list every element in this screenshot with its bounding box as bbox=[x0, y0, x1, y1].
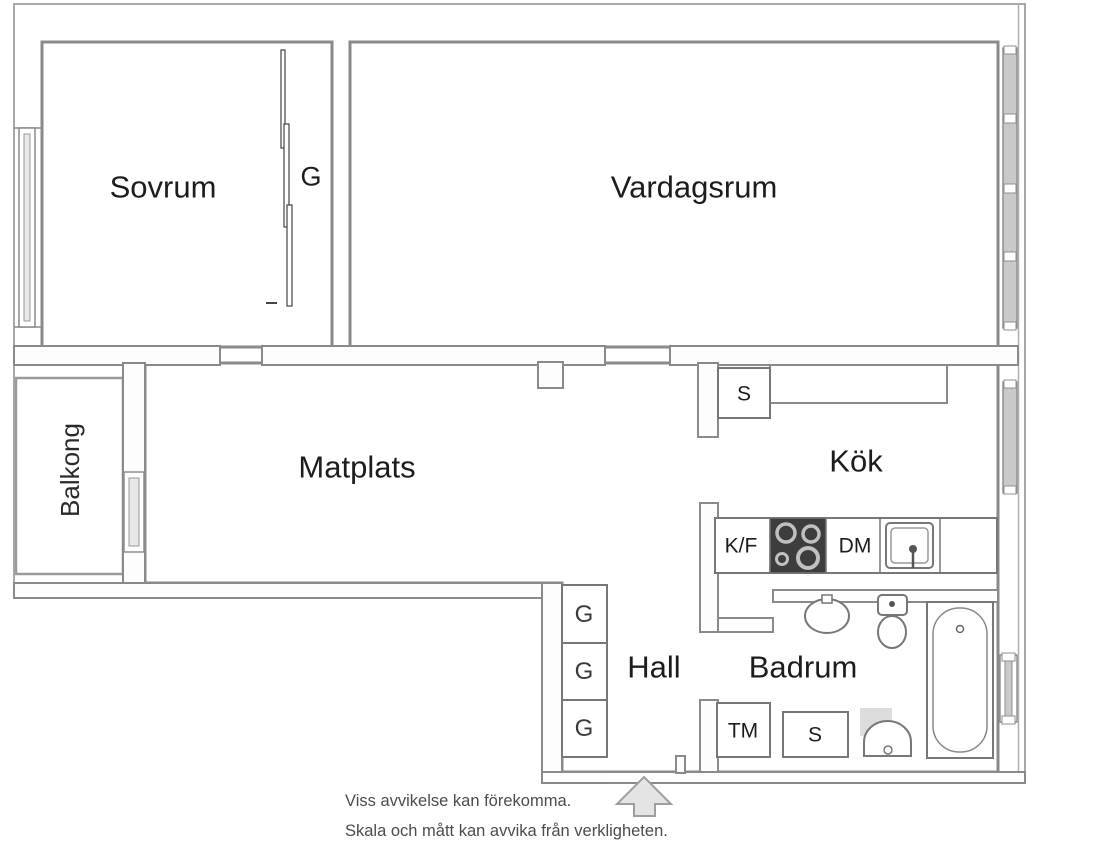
sliding-door-panel bbox=[280, 49, 286, 149]
wall-badrum-door-stub bbox=[699, 699, 719, 773]
corner-basin-tap bbox=[883, 745, 893, 755]
label-bathroom-cabinet: S bbox=[807, 723, 823, 747]
wall-badrum-step bbox=[717, 617, 774, 633]
label-hall-wardrobe-1: G bbox=[574, 601, 594, 628]
window-mullion bbox=[1003, 113, 1017, 124]
wardrobe-column bbox=[561, 584, 608, 758]
wall-stub-passage bbox=[537, 361, 564, 389]
kitchen-fixtures bbox=[714, 364, 998, 574]
kitchen-sink-basin bbox=[890, 527, 929, 564]
window-kok bbox=[1002, 381, 1018, 494]
disclaimer-line-2: Skala och mått kan avvika från verklighe… bbox=[345, 822, 668, 840]
entrance-arrow-icon bbox=[614, 775, 674, 817]
faucet-icon bbox=[909, 545, 917, 553]
wall-matplats-top bbox=[261, 345, 606, 366]
windows bbox=[14, 45, 1018, 725]
sliding-wardrobe-doors bbox=[266, 49, 293, 307]
label-hall-wardrobe-3: G bbox=[574, 715, 594, 742]
wall-kok-top bbox=[669, 345, 1019, 366]
washbasin-tap bbox=[821, 594, 833, 604]
wall-sovrum-bottom bbox=[13, 345, 221, 366]
burner bbox=[775, 522, 797, 544]
label-matplats: Matplats bbox=[298, 449, 416, 485]
kitchen-cabinet-s bbox=[717, 367, 771, 419]
window-mullion bbox=[1003, 485, 1017, 495]
label-vardagsrum: Vardagsrum bbox=[610, 169, 778, 205]
label-wardrobe-sovrum: G bbox=[300, 161, 322, 192]
sliding-door-panel bbox=[286, 204, 293, 307]
window-mullion bbox=[1003, 183, 1017, 194]
balcony-door-glass bbox=[128, 477, 140, 547]
disclaimer-line-1: Viss avvikelse kan förekomma. bbox=[345, 792, 572, 810]
label-washing-machine: TM bbox=[727, 719, 759, 743]
label-sovrum: Sovrum bbox=[109, 169, 217, 205]
window-mullion bbox=[1003, 45, 1017, 55]
window-mullion bbox=[1001, 715, 1016, 725]
label-kitchen-cabinet: S bbox=[736, 382, 752, 406]
window-sovrum-glass bbox=[23, 133, 31, 322]
label-dishwasher: DM bbox=[838, 534, 872, 558]
burner bbox=[796, 546, 820, 570]
bathroom-fixtures bbox=[716, 594, 994, 759]
room-vardagsrum bbox=[348, 40, 1000, 349]
bathtub-basin bbox=[932, 607, 988, 753]
hall-wardrobes bbox=[561, 584, 608, 758]
window-mullion bbox=[1003, 379, 1017, 389]
wall-bottom bbox=[541, 771, 1026, 784]
window-badrum-glass bbox=[1004, 660, 1013, 717]
window-mullion bbox=[1003, 251, 1017, 262]
disclaimer-text: Viss avvikelse kan förekomma. Skala och … bbox=[345, 786, 668, 846]
label-badrum: Badrum bbox=[748, 649, 858, 685]
toilet-button bbox=[889, 601, 895, 607]
label-fridge-freezer: K/F bbox=[724, 534, 758, 558]
label-hall-wardrobe-2: G bbox=[574, 658, 594, 685]
wall-stub-kok-left bbox=[697, 362, 719, 438]
window-mullion bbox=[1001, 652, 1016, 662]
bathroom-cabinet bbox=[782, 711, 849, 758]
kitchen-counter-top bbox=[769, 364, 948, 404]
burner bbox=[801, 524, 821, 544]
washbasin bbox=[804, 598, 850, 634]
label-balkong: Balkong bbox=[55, 423, 85, 517]
kitchen-counter-bottom bbox=[714, 517, 998, 574]
corner-basin bbox=[863, 720, 912, 757]
toilet-bowl bbox=[877, 615, 907, 649]
label-kok: Kök bbox=[829, 443, 883, 479]
window-mullion bbox=[1003, 321, 1017, 331]
label-hall: Hall bbox=[627, 649, 681, 685]
stove-burners bbox=[775, 522, 821, 570]
washing-machine bbox=[716, 702, 771, 758]
bathtub-drain bbox=[955, 624, 965, 634]
burner bbox=[775, 552, 789, 566]
wall-entrance-jamb bbox=[675, 755, 686, 774]
wall-matplats-bottom bbox=[13, 582, 563, 599]
wall-hall-left bbox=[541, 582, 563, 784]
